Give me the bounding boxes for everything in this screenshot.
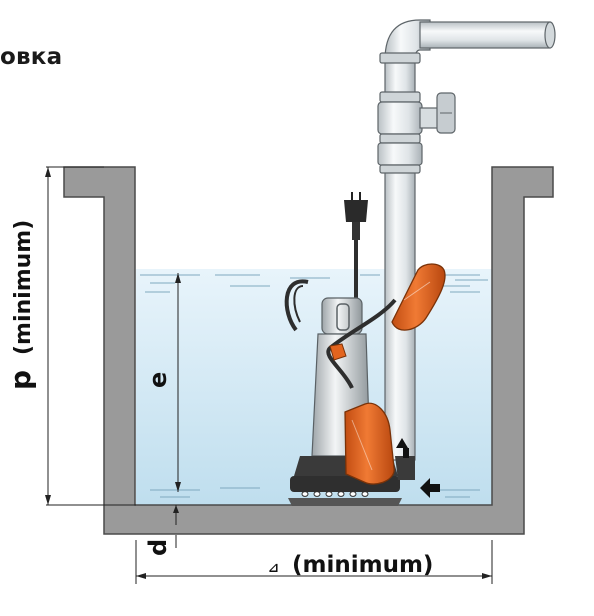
label-width-minimum: (minimum) xyxy=(292,552,433,578)
horizontal-pipe xyxy=(419,21,551,49)
width-symbol-icon: ⊿ xyxy=(268,561,279,576)
dimension-width xyxy=(135,540,493,584)
valve-wheel-icon xyxy=(436,92,456,134)
power-plug-icon xyxy=(344,192,368,240)
dimension-p xyxy=(45,166,136,506)
label-d: d xyxy=(144,539,172,556)
page-title: овка xyxy=(0,44,63,70)
dimension-d xyxy=(173,505,179,548)
label-p: p xyxy=(4,370,37,390)
flow-up-arrow-icon xyxy=(396,438,409,458)
label-p-minimum: (minimum) xyxy=(11,220,36,355)
upper-float-switch xyxy=(391,263,446,331)
gate-valve xyxy=(377,92,456,135)
water-surface-lines xyxy=(140,274,488,498)
pump-inlet-holes xyxy=(301,491,369,497)
flow-in-arrow-icon xyxy=(420,478,440,498)
dimension-e xyxy=(175,273,181,492)
lower-float-switch xyxy=(344,402,395,485)
label-e: e xyxy=(144,372,172,388)
